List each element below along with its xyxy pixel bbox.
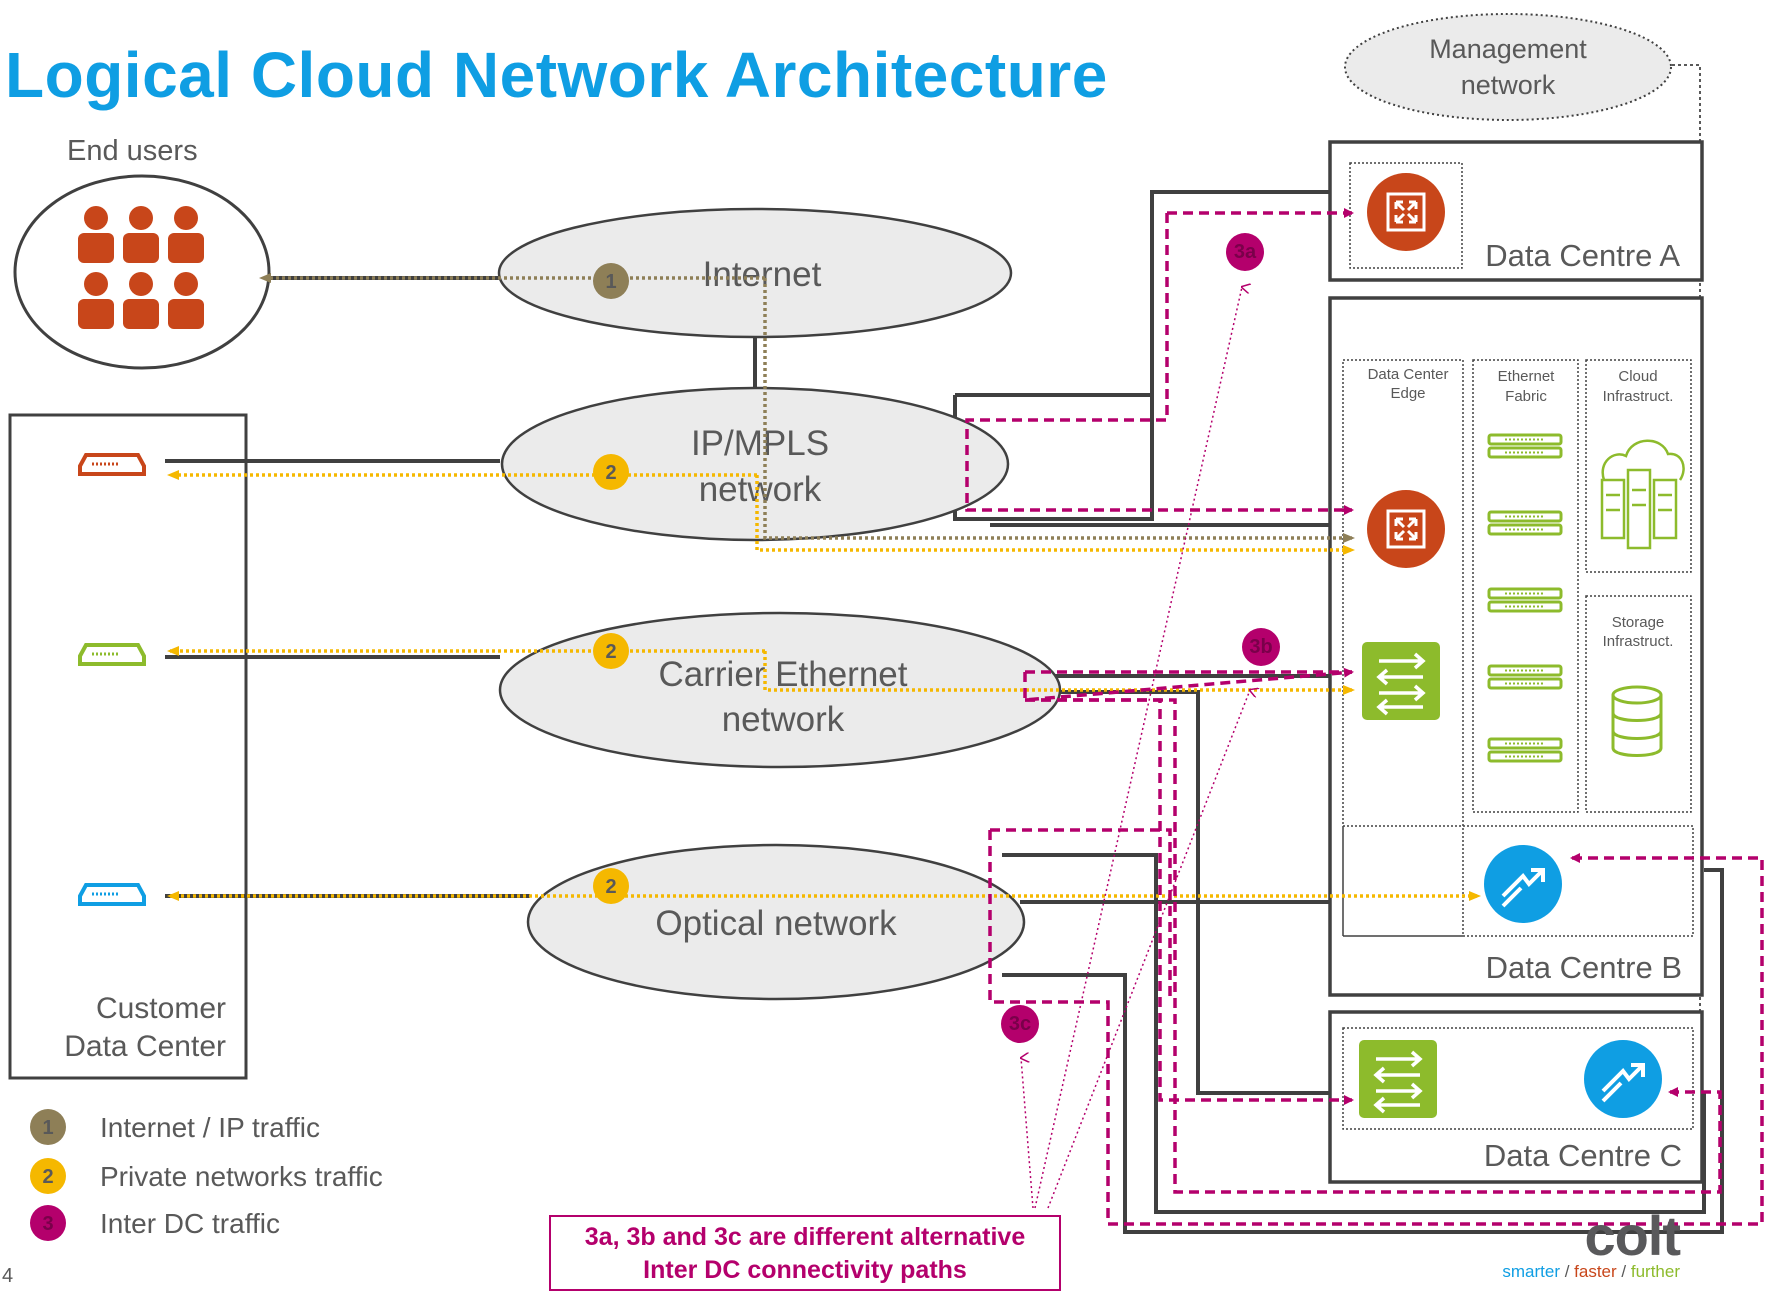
- dc-c-optical-icon: [1582, 1038, 1664, 1120]
- ethernet-fabric-label: Ethernet: [1498, 368, 1556, 385]
- people-icon: [78, 206, 204, 329]
- brand-tagline: smarter / faster / further: [1440, 1262, 1680, 1282]
- svg-text:Private networks traffic: Private networks traffic: [100, 1161, 383, 1192]
- management-label-2: network: [1461, 70, 1556, 100]
- tagline-further: further: [1630, 1262, 1680, 1281]
- carrier-label-2: network: [722, 700, 845, 739]
- optical-cloud: Optical network: [526, 843, 1026, 1001]
- optical-label: Optical network: [655, 904, 897, 943]
- svg-text:Inter DC traffic: Inter DC traffic: [100, 1208, 280, 1239]
- router-cpe-icon: [78, 453, 146, 476]
- svg-text:1: 1: [42, 1117, 53, 1139]
- customer-dc-box: [8, 413, 248, 1080]
- inter-dc-callout: 3a, 3b and 3c are different alternative …: [549, 1215, 1061, 1291]
- tagline-sep-1: /: [1559, 1262, 1575, 1281]
- marker-2-carrier: 2: [593, 633, 629, 669]
- legend-item-inter-dc: 3 Inter DC traffic: [30, 1205, 280, 1241]
- brand-name: colt: [1584, 1204, 1681, 1267]
- cloud-servers-icon: [1600, 439, 1685, 550]
- customer-dc-label-2: Data Center: [64, 1030, 226, 1063]
- ipmpls-cloud: IP/MPLS network: [500, 386, 1010, 542]
- svg-text:3c: 3c: [1009, 1013, 1031, 1035]
- data-centre-c-label: Data Centre C: [1484, 1138, 1682, 1173]
- ethernet-cpe-icon: [78, 643, 146, 666]
- ipmpls-label: IP/MPLS: [691, 424, 829, 463]
- management-label: Management: [1429, 34, 1587, 64]
- dc-edge-label-2: Edge: [1390, 385, 1425, 402]
- marker-3a: 3a: [1226, 233, 1264, 271]
- dc-b-router-icon: [1365, 488, 1447, 570]
- internet-cloud: Internet: [497, 207, 1013, 339]
- colt-logo: colt smarter / faster / further: [1440, 1204, 1681, 1282]
- callout-line-1: 3a, 3b and 3c are different alternative: [584, 1223, 1026, 1251]
- svg-text:2: 2: [605, 641, 616, 663]
- ipmpls-label-2: network: [699, 470, 822, 509]
- page-number: 4: [2, 1265, 14, 1287]
- storage-infra-label: Storage: [1612, 614, 1665, 631]
- end-users-group: [13, 174, 271, 370]
- cloud-infra-label-2: Infrastruct.: [1603, 388, 1674, 405]
- legend-item-private: 2 Private networks traffic: [30, 1158, 383, 1194]
- private-traffic-paths: [167, 470, 1481, 901]
- legend: 1 Internet / IP traffic 2 Private networ…: [30, 1109, 383, 1241]
- marker-2-optical: 2: [593, 868, 629, 904]
- tagline-sep-2: /: [1616, 1262, 1631, 1281]
- dc-edge-label: Data Center: [1368, 366, 1449, 383]
- dc-b-optical-icon: [1482, 843, 1564, 925]
- dc-c-switch-icon: [1357, 1038, 1439, 1120]
- optical-cpe-icon: [78, 883, 146, 906]
- ethernet-fabric-label-2: Fabric: [1505, 388, 1547, 405]
- svg-text:3b: 3b: [1249, 636, 1272, 658]
- customer-dc-label: Customer: [96, 992, 226, 1025]
- inter-dc-paths: [965, 208, 1764, 1226]
- dc-b-switch-icon: [1360, 640, 1442, 722]
- marker-2-ipmpls: 2: [593, 454, 629, 490]
- svg-text:2: 2: [605, 876, 616, 898]
- page-title: Logical Cloud Network Architecture: [5, 39, 1108, 111]
- data-centre-b-label: Data Centre B: [1486, 950, 1682, 985]
- svg-text:1: 1: [605, 271, 616, 293]
- svg-text:2: 2: [605, 462, 616, 484]
- marker-1: 1: [593, 263, 629, 299]
- svg-text:2: 2: [42, 1166, 53, 1188]
- marker-3b: 3b: [1242, 628, 1280, 666]
- dc-a-router-icon: [1365, 171, 1447, 253]
- internet-traffic-paths: [259, 273, 1355, 543]
- storage-icon: [1611, 685, 1663, 757]
- callout-pointers: [1021, 287, 1250, 1209]
- management-network-cloud: [1344, 13, 1672, 121]
- svg-text:3: 3: [42, 1213, 53, 1235]
- cloud-infra-label: Cloud: [1618, 368, 1657, 385]
- tagline-faster: faster: [1574, 1262, 1617, 1281]
- storage-infra-label-2: Infrastruct.: [1603, 633, 1674, 650]
- carrier-label: Carrier Ethernet: [659, 655, 908, 694]
- internet-label: Internet: [703, 255, 822, 294]
- tagline-smarter: smarter: [1502, 1262, 1560, 1281]
- callout-line-2: Inter DC connectivity paths: [643, 1256, 967, 1284]
- data-centre-a-label: Data Centre A: [1485, 238, 1680, 273]
- legend-item-internet: 1 Internet / IP traffic: [30, 1109, 320, 1145]
- svg-text:Internet / IP traffic: Internet / IP traffic: [100, 1112, 320, 1143]
- marker-3c: 3c: [1001, 1005, 1039, 1043]
- svg-text:3a: 3a: [1234, 241, 1257, 263]
- end-users-label: End users: [67, 135, 198, 167]
